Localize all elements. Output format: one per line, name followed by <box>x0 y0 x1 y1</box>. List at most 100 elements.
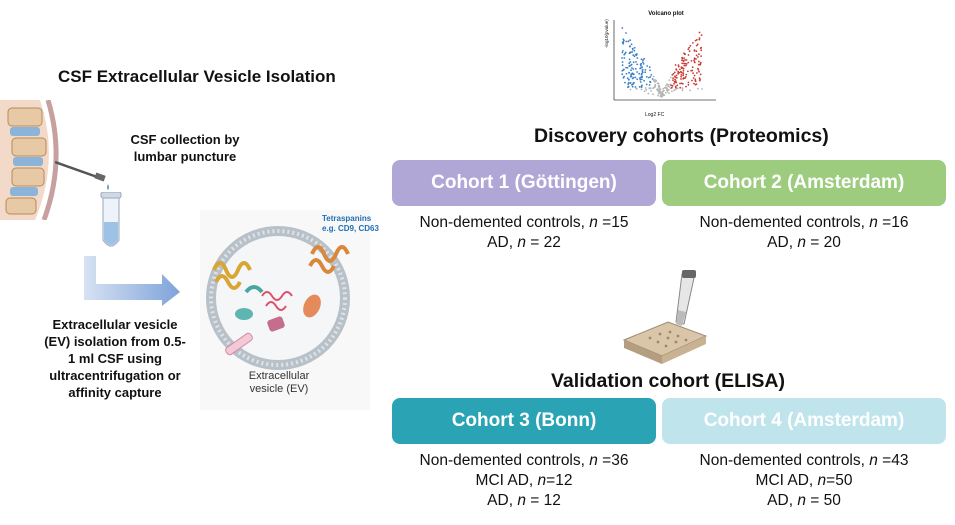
pipette-plate-illustration <box>622 270 708 364</box>
volcano-point <box>640 62 643 65</box>
volcano-point <box>687 83 690 86</box>
volcano-point <box>625 32 627 34</box>
volcano-point <box>682 74 684 77</box>
volcano-point <box>677 70 679 73</box>
volcano-point <box>698 38 701 41</box>
volcano-point <box>651 78 654 80</box>
volcano-point <box>649 69 651 72</box>
volcano-point <box>673 80 676 83</box>
volcano-point <box>679 68 681 71</box>
cohort-2-counts: Non-demented controls, n =16 AD, n = 20 <box>699 214 909 251</box>
volcano-point <box>642 61 644 64</box>
volcano-point <box>680 82 683 85</box>
volcano-point <box>630 69 632 72</box>
needle-icon <box>55 160 109 190</box>
volcano-point <box>695 50 698 53</box>
volcano-point <box>674 64 677 66</box>
volcano-point <box>645 88 648 91</box>
volcano-point <box>694 78 697 81</box>
volcano-point <box>680 74 683 76</box>
volcano-plot <box>613 20 716 101</box>
volcano-point <box>623 57 626 59</box>
volcano-point <box>621 73 624 76</box>
volcano-point <box>630 73 633 75</box>
volcano-point <box>632 54 635 56</box>
volcano-point <box>657 94 659 97</box>
volcano-point <box>677 72 679 75</box>
volcano-point <box>680 78 682 80</box>
volcano-point <box>673 71 676 74</box>
volcano-point <box>666 88 669 91</box>
validation-title: Validation cohort (ELISA) <box>551 370 786 392</box>
volcano-point <box>662 90 664 93</box>
volcano-point <box>644 71 647 74</box>
volcano-point <box>666 90 669 93</box>
volcano-point <box>644 69 647 71</box>
volcano-point <box>699 62 702 65</box>
volcano-point <box>687 61 690 64</box>
volcano-point <box>662 87 664 90</box>
volcano-point <box>695 54 698 57</box>
volcano-point <box>676 77 678 79</box>
volcano-point <box>644 87 647 89</box>
volcano-point <box>636 53 638 55</box>
volcano-point <box>632 61 635 64</box>
volcano-point <box>689 89 691 92</box>
volcano-point <box>687 48 690 51</box>
volcano-point <box>697 87 699 90</box>
volcano-point <box>694 79 697 82</box>
volcano-point <box>626 77 629 80</box>
volcano-title: Volcano plot <box>648 11 684 17</box>
volcano-point <box>680 70 682 73</box>
volcano-point <box>645 83 648 86</box>
volcano-point <box>636 57 639 59</box>
volcano-point <box>673 89 676 92</box>
volcano-point <box>657 84 660 87</box>
volcano-point <box>649 76 652 78</box>
volcano-point <box>633 46 636 49</box>
volcano-point <box>659 95 662 98</box>
volcano-point <box>673 83 675 85</box>
volcano-point <box>667 85 670 88</box>
volcano-point <box>624 81 626 84</box>
volcano-point <box>676 84 679 87</box>
volcano-point <box>695 58 697 60</box>
volcano-point <box>698 53 700 56</box>
volcano-point <box>687 54 690 56</box>
volcano-point <box>676 87 679 90</box>
volcano-point <box>641 66 644 69</box>
volcano-point <box>681 89 684 92</box>
volcano-point <box>687 81 690 84</box>
volcano-point <box>693 74 696 77</box>
volcano-point <box>656 82 659 84</box>
volcano-point <box>693 61 696 64</box>
volcano-point <box>631 84 633 86</box>
volcano-point <box>693 82 695 85</box>
volcano-point <box>697 67 699 70</box>
volcano-point <box>655 79 658 82</box>
volcano-point <box>639 81 642 83</box>
volcano-point <box>639 77 641 80</box>
volcano-point <box>648 84 651 86</box>
volcano-point <box>693 49 696 51</box>
volcano-point <box>674 78 676 81</box>
volcano-point <box>626 67 629 69</box>
volcano-point <box>699 63 702 66</box>
volcano-point <box>633 81 635 84</box>
volcano-point <box>682 60 685 63</box>
volcano-point <box>646 65 649 67</box>
volcano-point <box>622 50 624 52</box>
volcano-point <box>648 66 651 69</box>
volcano-point <box>653 79 656 81</box>
volcano-point <box>633 49 636 52</box>
volcano-point <box>640 76 643 78</box>
volcano-point <box>671 90 673 93</box>
volcano-point <box>677 65 680 68</box>
volcano-point <box>671 84 674 87</box>
volcano-point <box>645 76 648 78</box>
volcano-point <box>641 71 644 74</box>
tetraspanins-label: Tetraspanins e.g. CD9, CD63 <box>322 214 379 233</box>
volcano-point <box>683 52 685 55</box>
volcano-point <box>671 74 674 76</box>
volcano-point <box>639 78 642 81</box>
